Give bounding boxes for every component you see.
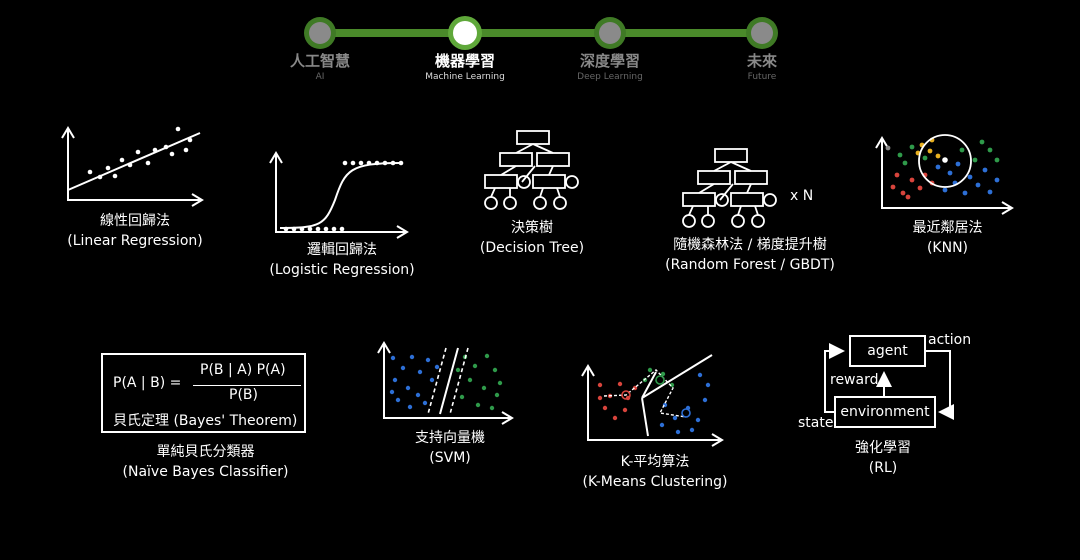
bayes-numerator: P(B | A) P(A) <box>200 362 286 378</box>
caption-linear-regression: 線性回歸法 (Linear Regression) <box>60 211 210 251</box>
caption-zh: 邏輯回歸法 <box>307 242 377 258</box>
timeline-title-ml: 機器學習 <box>434 52 495 70</box>
caption-en: (SVM) <box>429 450 471 466</box>
caption-zh: 決策樹 <box>511 220 553 236</box>
caption-decision-tree: 決策樹 (Decision Tree) <box>472 218 592 258</box>
caption-zh: 單純貝氏分類器 <box>156 444 255 460</box>
bayes-formula-box: P(A | B) = P(B | A) P(A) P(B) 貝氏定理 (Baye… <box>101 353 306 433</box>
caption-zh: 線性回歸法 <box>100 213 170 229</box>
timeline: 人工智慧 AI 機器學習 Machine Learning 深度學習 Deep … <box>0 0 1080 95</box>
caption-en: (Logistic Regression) <box>269 262 415 278</box>
caption-en: (Decision Tree) <box>479 240 585 256</box>
timeline-subtitle-ai: AI <box>315 72 325 82</box>
timeline-title-dl: 深度學習 <box>579 52 640 70</box>
caption-zh: 隨機森林法 / 梯度提升樹 <box>673 237 827 253</box>
caption-kmeans: K-平均算法 (K-Means Clustering) <box>575 452 735 492</box>
rl-environment-label: environment <box>840 404 930 420</box>
caption-en: (Random Forest / GBDT) <box>665 257 835 273</box>
bayes-lhs: P(A | B) = <box>113 375 182 391</box>
caption-en: (RL) <box>868 460 898 476</box>
caption-naive-bayes: 單純貝氏分類器 (Naïve Bayes Classifier) <box>113 442 298 482</box>
random-forest-icon <box>682 148 777 228</box>
timeline-subtitle-future: Future <box>747 72 777 82</box>
caption-logistic-regression: 邏輯回歸法 (Logistic Regression) <box>262 240 422 280</box>
caption-zh: K-平均算法 <box>620 454 690 470</box>
forest-multiplier: x N <box>790 188 814 204</box>
timeline-track <box>304 16 778 50</box>
rl-state-label: state <box>798 415 834 431</box>
rl-agent-label: agent <box>867 343 908 359</box>
linear-regression-icon <box>61 126 204 207</box>
svm-icon <box>377 341 514 425</box>
caption-en: (Naïve Bayes Classifier) <box>122 464 289 480</box>
rl-reward-label: reward <box>830 372 879 388</box>
timeline-subtitle-dl: Deep Learning <box>577 72 643 82</box>
caption-en: (KNN) <box>926 240 969 256</box>
logistic-regression-icon <box>269 151 409 239</box>
caption-zh: 支持向量機 <box>415 430 485 446</box>
caption-en: (K-Means Clustering) <box>582 474 728 490</box>
caption-random-forest: 隨機森林法 / 梯度提升樹 (Random Forest / GBDT) <box>655 235 845 275</box>
caption-en: (Linear Regression) <box>67 233 203 249</box>
rl-diagram <box>824 335 954 428</box>
kmeans-icon <box>581 354 724 447</box>
rl-action-label: action <box>928 332 972 348</box>
caption-svm: 支持向量機 (SVM) <box>400 428 500 468</box>
caption-zh: 強化學習 <box>855 440 911 456</box>
caption-zh: 最近鄰居法 <box>912 220 983 236</box>
caption-rl: 強化學習 (RL) <box>838 438 928 478</box>
bayes-denominator: P(B) <box>229 387 258 403</box>
timeline-title-ai: 人工智慧 <box>289 52 350 70</box>
bayes-fraction-bar <box>193 385 301 386</box>
bayes-theorem-name: 貝氏定理 (Bayes' Theorem) <box>113 413 298 429</box>
knn-icon <box>875 134 1014 215</box>
timeline-subtitle-ml: Machine Learning <box>425 72 505 82</box>
caption-knn: 最近鄰居法 (KNN) <box>900 218 995 258</box>
timeline-title-future: 未來 <box>746 52 777 70</box>
decision-tree-icon <box>484 130 579 210</box>
